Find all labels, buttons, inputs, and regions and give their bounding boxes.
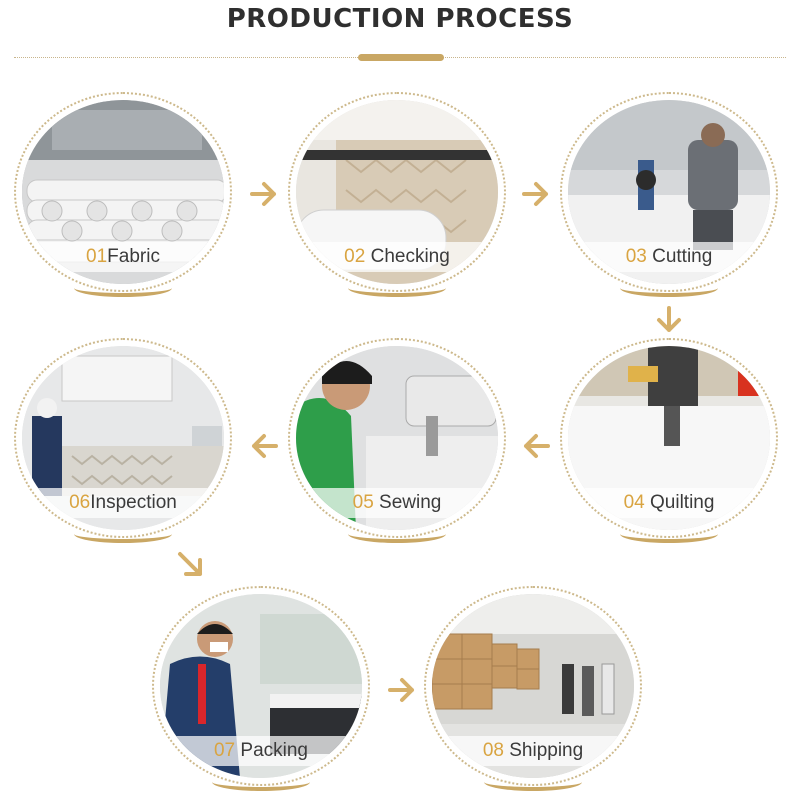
arrow-right-icon	[518, 176, 554, 212]
step-inspection: 06Inspection	[14, 338, 232, 543]
arrow-left-icon	[246, 428, 282, 464]
title-underline-bar	[358, 54, 444, 61]
step-label: 02 Checking	[296, 242, 498, 272]
step-packing-photo: 07 Packing	[160, 594, 362, 778]
step-shipping-photo: 08 Shipping	[432, 594, 634, 778]
step-label: 05 Sewing	[296, 488, 498, 518]
step-label: 04 Quilting	[568, 488, 770, 518]
step-inspection-photo: 06Inspection	[22, 346, 224, 530]
step-fabric: 01Fabric	[14, 92, 232, 297]
step-shipping: 08 Shipping	[424, 586, 642, 791]
step-sewing-photo: 05 Sewing	[296, 346, 498, 530]
accent-arc	[74, 279, 172, 297]
step-sewing: 05 Sewing	[288, 338, 506, 543]
step-label: 07 Packing	[160, 736, 362, 766]
page-title: PRODUCTION PROCESS	[226, 4, 574, 34]
step-quilting: 04 Quilting	[560, 338, 778, 543]
accent-arc	[74, 525, 172, 543]
arrow-right-icon	[246, 176, 282, 212]
step-checking-photo: 02 Checking	[296, 100, 498, 284]
arrow-right-icon	[384, 672, 420, 708]
step-quilting-photo: 04 Quilting	[568, 346, 770, 530]
step-packing: 07 Packing	[152, 586, 370, 791]
accent-arc	[620, 279, 718, 297]
arrow-left-icon	[518, 428, 554, 464]
step-cutting: 03 Cutting	[560, 92, 778, 297]
arrow-down-icon	[651, 302, 687, 338]
accent-arc	[620, 525, 718, 543]
accent-arc	[348, 279, 446, 297]
step-fabric-photo: 01Fabric	[22, 100, 224, 284]
step-label: 06Inspection	[22, 488, 224, 518]
step-cutting-photo: 03 Cutting	[568, 100, 770, 284]
step-label: 01Fabric	[22, 242, 224, 272]
accent-arc	[484, 773, 582, 791]
step-label: 03 Cutting	[568, 242, 770, 272]
accent-arc	[348, 525, 446, 543]
step-checking: 02 Checking	[288, 92, 506, 297]
arrow-down-right-icon	[172, 546, 208, 582]
accent-arc	[212, 773, 310, 791]
step-label: 08 Shipping	[432, 736, 634, 766]
